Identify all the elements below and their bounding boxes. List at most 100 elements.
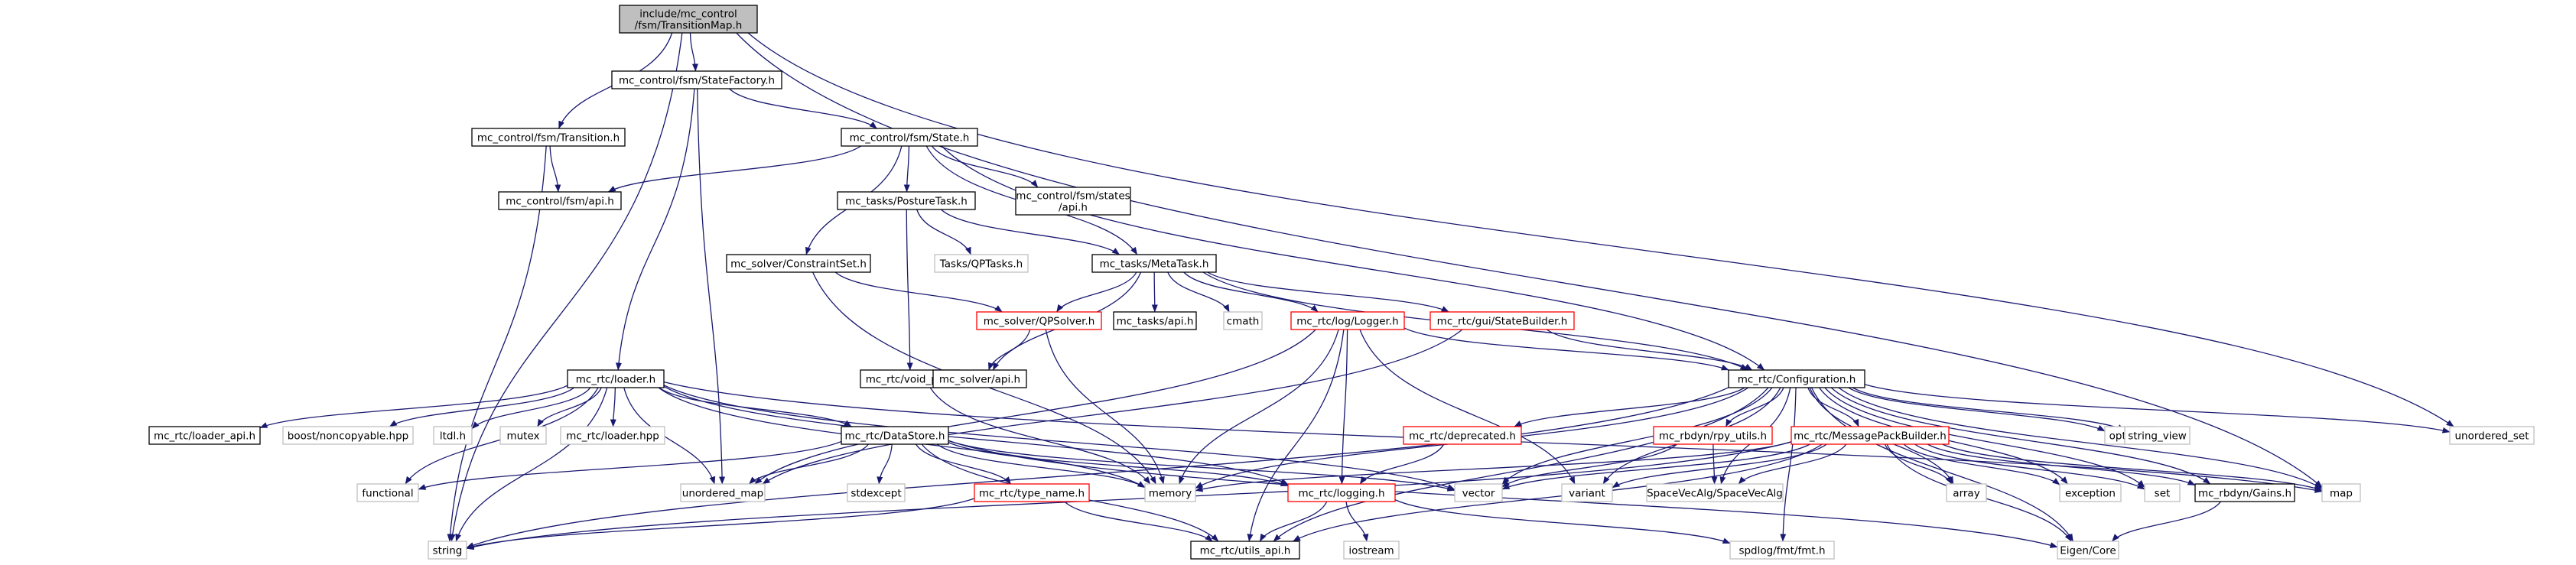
edge-loader-to-unorderedmap xyxy=(623,387,716,485)
node-taskapi[interactable]: mc_tasks/api.h xyxy=(1113,311,1197,330)
node-gains[interactable]: mc_rbdyn/Gains.h xyxy=(2194,483,2295,502)
node-datastore[interactable]: mc_rtc/DataStore.h xyxy=(841,426,949,445)
node-statebuilder[interactable]: mc_rtc/gui/StateBuilder.h xyxy=(1429,311,1575,330)
node-label-datastore: mc_rtc/DataStore.h xyxy=(845,430,945,443)
edge-logger-to-utilsapi xyxy=(1247,329,1345,542)
node-label-statebuilder: mc_rtc/gui/StateBuilder.h xyxy=(1437,316,1568,328)
node-state[interactable]: mc_control/fsm/State.h xyxy=(841,128,978,147)
edge-msgpack-to-exception xyxy=(1903,443,2060,485)
node-logging[interactable]: mc_rtc/logging.h xyxy=(1287,483,1396,502)
node-box-cmath xyxy=(1223,311,1263,330)
edge-configuration-to-string xyxy=(466,387,1729,548)
edge-metatask-to-cmath xyxy=(1167,271,1230,313)
node-root[interactable]: include/mc_control/fsm/TransitionMap.h xyxy=(619,5,758,34)
node-box-qpsolver xyxy=(976,311,1102,330)
node-label-transition: mc_control/fsm/Transition.h xyxy=(477,132,620,144)
node-qpsolver[interactable]: mc_solver/QPSolver.h xyxy=(976,311,1102,330)
node-variant: variant xyxy=(1561,483,1613,502)
edge-logging-to-utilsapi xyxy=(1259,501,1328,542)
node-posturetask[interactable]: mc_tasks/PostureTask.h xyxy=(837,191,976,210)
node-map: map xyxy=(2321,483,2361,502)
edge-logger-to-memory xyxy=(1179,329,1339,485)
edge-configuration-to-optional xyxy=(1848,387,2106,432)
edge-loader-to-logging xyxy=(663,385,1289,485)
node-box-deprecated xyxy=(1403,426,1522,445)
node-label-variant: variant xyxy=(1569,488,1605,500)
node-array: array xyxy=(1946,483,1987,502)
node-label-rpyutils: mc_rbdyn/rpy_utils.h xyxy=(1659,430,1767,443)
node-label-typename: mc_rtc/type_name.h xyxy=(979,488,1085,500)
node-label-qptasks: Tasks/QPTasks.h xyxy=(939,258,1023,271)
node-box-array xyxy=(1946,483,1987,502)
node-set: set xyxy=(2144,483,2181,502)
edge-state-to-configuration xyxy=(941,145,1765,371)
node-cmath: cmath xyxy=(1223,311,1263,330)
edge-loader-to-ltdl xyxy=(471,387,591,430)
node-solverapi[interactable]: mc_solver/api.h xyxy=(932,369,1027,388)
node-box-set xyxy=(2144,483,2181,502)
node-box-constraintset xyxy=(726,254,871,273)
edge-datastore-to-logging xyxy=(948,441,1289,487)
node-box-string xyxy=(428,541,467,560)
node-label-fsmapi: mc_control/fsm/api.h xyxy=(506,196,614,208)
edge-msgpack-to-vector xyxy=(1501,443,1810,490)
edge-loader-to-noncopyable xyxy=(389,387,575,427)
node-deprecated[interactable]: mc_rtc/deprecated.h xyxy=(1403,426,1522,445)
node-box-mutex xyxy=(499,426,547,445)
node-configuration[interactable]: mc_rtc/Configuration.h xyxy=(1728,369,1865,388)
node-label-mutex: mutex xyxy=(506,430,539,443)
node-logger[interactable]: mc_rtc/log/Logger.h xyxy=(1290,311,1405,330)
node-loaderapi[interactable]: mc_rtc/loader_api.h xyxy=(148,426,261,445)
node-label-stringview: string_view xyxy=(2128,430,2187,443)
node-label-statesapi-line2: /api.h xyxy=(1059,202,1088,214)
node-label-map: map xyxy=(2330,488,2353,500)
node-string: string xyxy=(428,541,467,560)
node-box-unorderedmap xyxy=(680,483,766,502)
edge-rpyutils-to-spacevec xyxy=(1711,443,1718,485)
node-typename[interactable]: mc_rtc/type_name.h xyxy=(974,483,1090,502)
edge-msgpack-to-variant xyxy=(1612,443,1827,489)
edge-statebuilder-to-configuration xyxy=(1546,329,1753,371)
edge-loader-to-mutex xyxy=(537,387,602,427)
node-box-rpyutils xyxy=(1653,426,1773,445)
edge-statebuilder-to-unorderedmap xyxy=(762,329,1463,485)
node-constraintset[interactable]: mc_solver/ConstraintSet.h xyxy=(726,254,871,273)
node-label-posturetask: mc_tasks/PostureTask.h xyxy=(845,196,968,208)
edge-metatask-to-taskapi xyxy=(1151,271,1158,313)
node-label-array: array xyxy=(1953,488,1979,500)
node-utilsapi[interactable]: mc_rtc/utils_api.h xyxy=(1190,541,1300,560)
node-box-logger xyxy=(1290,311,1405,330)
node-statesapi[interactable]: mc_control/fsm/states/api.h xyxy=(1015,187,1131,216)
node-msgpack[interactable]: mc_rtc/MessagePackBuilder.h xyxy=(1791,426,1950,445)
node-box-fmt xyxy=(1729,541,1835,560)
edge-loader-to-loaderapi xyxy=(259,385,568,429)
node-box-loaderhpp xyxy=(560,426,665,445)
node-label-ltdl: ltdl.h xyxy=(440,430,466,443)
node-box-transition xyxy=(471,128,626,147)
node-label-voidptr: mc_rtc/void_ptr.h xyxy=(866,374,955,386)
node-transition[interactable]: mc_control/fsm/Transition.h xyxy=(471,128,626,147)
node-box-statefactory xyxy=(611,70,782,89)
node-statefactory[interactable]: mc_control/fsm/StateFactory.h xyxy=(611,70,782,89)
edge-statefactory-to-state xyxy=(729,88,877,129)
node-box-state xyxy=(841,128,978,147)
node-box-memory xyxy=(1144,483,1196,502)
node-label-statefactory: mc_control/fsm/StateFactory.h xyxy=(619,75,775,87)
node-box-statebuilder xyxy=(1429,311,1575,330)
node-metatask[interactable]: mc_tasks/MetaTask.h xyxy=(1091,254,1217,273)
node-box-vector xyxy=(1454,483,1503,502)
node-loader[interactable]: mc_rtc/loader.h xyxy=(567,369,665,388)
node-box-iostream xyxy=(1343,541,1400,560)
node-rpyutils[interactable]: mc_rbdyn/rpy_utils.h xyxy=(1653,426,1773,445)
node-box-variant xyxy=(1561,483,1613,502)
node-fsmapi[interactable]: mc_control/fsm/api.h xyxy=(498,191,622,210)
node-box-eigen xyxy=(2057,541,2119,560)
edge-logger-to-logging xyxy=(1338,329,1348,485)
node-label-noncopyable: boost/noncopyable.hpp xyxy=(288,430,408,443)
edge-statefactory-to-unorderedmap xyxy=(697,88,726,485)
edge-logger-to-variant xyxy=(1359,329,1576,485)
node-box-posturetask xyxy=(837,191,976,210)
node-label-string: string xyxy=(433,545,463,557)
edge-datastore-to-memory xyxy=(936,443,1146,489)
edge-state-to-statesapi xyxy=(931,145,1039,188)
